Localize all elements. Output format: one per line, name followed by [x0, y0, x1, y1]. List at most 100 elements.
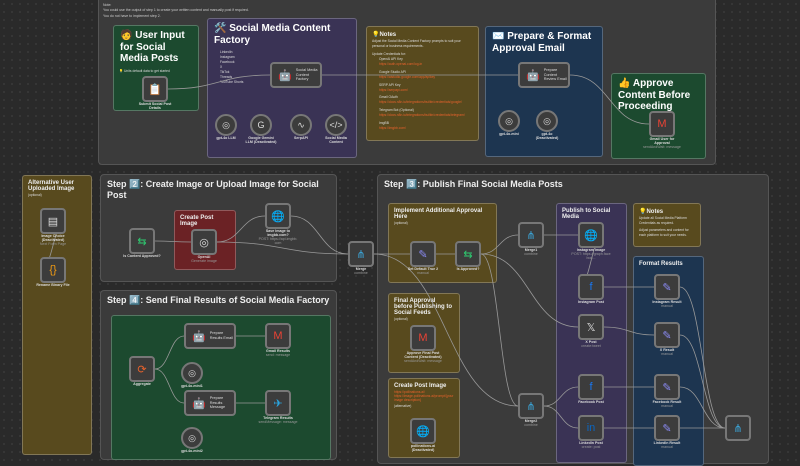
node-label: Social Media Content Factory	[295, 67, 318, 82]
credential-item: Telegram Bot (Optional)https://docs.n8n.…	[374, 108, 478, 118]
prepmsg-icon: 🤖	[192, 397, 206, 410]
node-label: gpt-4o (Deactivated)	[531, 132, 563, 140]
node-label: Prepare Results Message	[209, 395, 226, 410]
link-pollinations-image[interactable]: https://image.pollinations.ai/prompt/{yo…	[394, 394, 454, 402]
node-label: Submit Social Post Details	[135, 102, 175, 110]
lipost-icon: in	[586, 422, 596, 434]
node-gpt4omini[interactable]: ◎gpt-4o-mini	[498, 110, 520, 136]
node-label: Prepare Content Review Email	[543, 67, 567, 82]
node-finalmerge[interactable]: ⋔	[725, 415, 751, 441]
node-prepare[interactable]: 🤖Prepare Content Review Email	[518, 62, 570, 88]
node-name: Instagram Result	[652, 300, 682, 304]
node-gpt4o2[interactable]: ◎gpt-4o (Deactivated)	[536, 110, 558, 140]
node-name: Facebook Result	[652, 400, 682, 404]
merge1-icon: ⋔	[526, 229, 536, 242]
credential-link[interactable]: https://auth.openai.com/log-in	[379, 61, 423, 66]
node-name: Gmail User for Approval	[649, 137, 675, 145]
prepare-icon: 🤖	[526, 69, 540, 82]
sticky-title: 💡Notes	[372, 32, 397, 38]
node-imgchoice[interactable]: ▤Image Choice (Deactivated)Next Form Pag…	[40, 208, 66, 246]
node-pollinations[interactable]: 🌐pollinations.ai (Deactivated)	[410, 418, 436, 452]
group-title: Step 4️⃣: Send Final Results of Social M…	[107, 295, 330, 305]
node-subtitle: manual	[661, 352, 673, 356]
sticky-title: 🛠️ Social Media Content Factory	[214, 23, 331, 46]
credential-link[interactable]: https://aistudio.google.com/app/apikey	[379, 74, 436, 79]
node-gpt4omini2[interactable]: ◎gpt-4o-mini1	[181, 362, 203, 388]
node-serp[interactable]: ∿SerpAPI	[290, 114, 312, 140]
node-gpt4o[interactable]: ◎gpt-4o LLM	[215, 114, 237, 140]
platform-item: YouTube Shorts	[215, 80, 264, 85]
node-subtitle: create: post	[581, 445, 601, 449]
node-prepmsg[interactable]: 🤖Prepare Results Message	[184, 390, 236, 416]
credential-item: OpenAI API Keyhttps://auth.openai.com/lo…	[374, 57, 478, 67]
node-name: Is Approved?	[456, 267, 480, 271]
sticky-text: 💡 Units default data to get started	[119, 68, 170, 73]
node-name: Merge2	[524, 419, 538, 423]
node-label: Image Choice (Deactivated)Next Form Page	[33, 234, 73, 246]
sticky-title: Create Post Image	[394, 383, 447, 389]
node-name: Instagram Post	[578, 300, 604, 304]
node-submit[interactable]: 📋Submit Social Post Details	[139, 76, 171, 110]
credentials-list: OpenAI API Keyhttps://auth.openai.com/lo…	[367, 57, 478, 131]
node-aggregate[interactable]: ⟳Aggregate	[129, 356, 155, 386]
group-title: Step 2️⃣: Create Image or Upload Image f…	[107, 179, 319, 200]
credential-link[interactable]: https://imgbb.com/	[379, 126, 406, 131]
node-approved[interactable]: ⇆Is Content Approved?	[123, 228, 161, 258]
node-subtitle: POST: https://graph.faceboo...	[571, 252, 611, 260]
sticky-title: Final Approval before Publishing to Soci…	[394, 298, 452, 316]
node-rename[interactable]: {}Rename Binary File	[36, 257, 70, 287]
node-isapproved[interactable]: ⇆Is Approved?	[455, 241, 481, 271]
platform-item: Facebook	[215, 60, 264, 65]
xres-icon: ✎	[662, 329, 672, 342]
credential-link[interactable]: https://docs.n8n.io/integrations/builtin…	[379, 113, 465, 118]
node-gpt4omini3[interactable]: ◎gpt-4o-mini2	[181, 427, 203, 453]
node-subtitle: manual	[661, 445, 673, 449]
node-factory[interactable]: 🤖Social Media Content Factory	[270, 62, 322, 88]
node-subtitle: combine	[524, 423, 538, 427]
credential-link[interactable]: https://serpapi.com/	[379, 87, 408, 92]
merge-icon: ⋔	[356, 248, 366, 261]
credential-link[interactable]: https://docs.n8n.io/integrations/builtin…	[379, 100, 462, 105]
node-name: gpt-4o-mini	[499, 132, 519, 136]
submit-icon: 📋	[148, 83, 162, 96]
node-name: Telegram Results	[263, 416, 293, 420]
credential-name: Telegram Bot (Optional)	[379, 108, 414, 113]
xpost-icon: 𝕏	[586, 321, 596, 334]
node-name: Merge	[355, 267, 367, 271]
node-smcontent[interactable]: </>Social Media Content	[325, 114, 347, 144]
node-subtitle: sendAndWait: message	[643, 145, 681, 149]
node-imgbb[interactable]: 🌐Save Image to imgbb.com?POST: https://a…	[259, 203, 297, 245]
gpt4omini3-icon: ◎	[188, 432, 196, 443]
node-prepemail[interactable]: 🤖Prepare Results Email	[184, 323, 236, 349]
fbpost-icon: f	[589, 381, 593, 393]
node-name: Image Choice (Deactivated)	[41, 234, 65, 242]
sticky-title: Create Post Image	[180, 215, 214, 227]
node-label: Rename Binary File	[33, 283, 73, 287]
node-subtitle: sendMessage: message	[258, 420, 298, 424]
node-label: gpt-4o LLM	[210, 136, 242, 140]
